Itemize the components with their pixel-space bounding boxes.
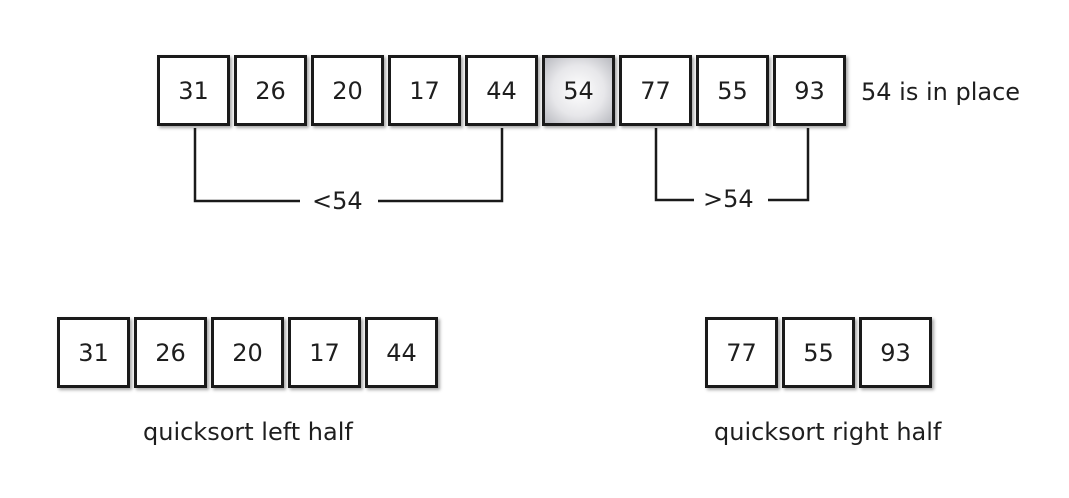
- array-cell: 20: [211, 317, 284, 388]
- right-bracket-line-a: [654, 128, 694, 202]
- left-half-caption: quicksort left half: [143, 418, 353, 446]
- array-cell: 20: [311, 55, 384, 126]
- left-half-array: 31 26 20 17 44: [57, 317, 438, 388]
- array-cell: 26: [234, 55, 307, 126]
- array-cell: 31: [57, 317, 130, 388]
- right-half-caption: quicksort right half: [714, 418, 942, 446]
- array-cell: 44: [365, 317, 438, 388]
- array-cell: 93: [773, 55, 846, 126]
- left-bracket-label: <54: [312, 187, 363, 215]
- right-half-array: 77 55 93: [705, 317, 932, 388]
- array-cell: 44: [465, 55, 538, 126]
- array-cell: 93: [859, 317, 932, 388]
- array-cell: 31: [157, 55, 230, 126]
- array-cell: 77: [705, 317, 778, 388]
- status-label: 54 is in place: [861, 78, 1021, 106]
- array-cell: 55: [696, 55, 769, 126]
- left-bracket-line-a: [193, 128, 300, 203]
- main-array: 31 26 20 17 44 54 77 55 93: [157, 55, 846, 126]
- array-cell: 26: [134, 317, 207, 388]
- pivot-cell: 54: [542, 55, 615, 126]
- right-bracket-line-b: [768, 128, 810, 202]
- array-cell: 17: [388, 55, 461, 126]
- left-bracket-line-b: [378, 128, 504, 203]
- array-cell: 77: [619, 55, 692, 126]
- array-cell: 17: [288, 317, 361, 388]
- array-cell: 55: [782, 317, 855, 388]
- right-bracket-label: >54: [703, 185, 754, 213]
